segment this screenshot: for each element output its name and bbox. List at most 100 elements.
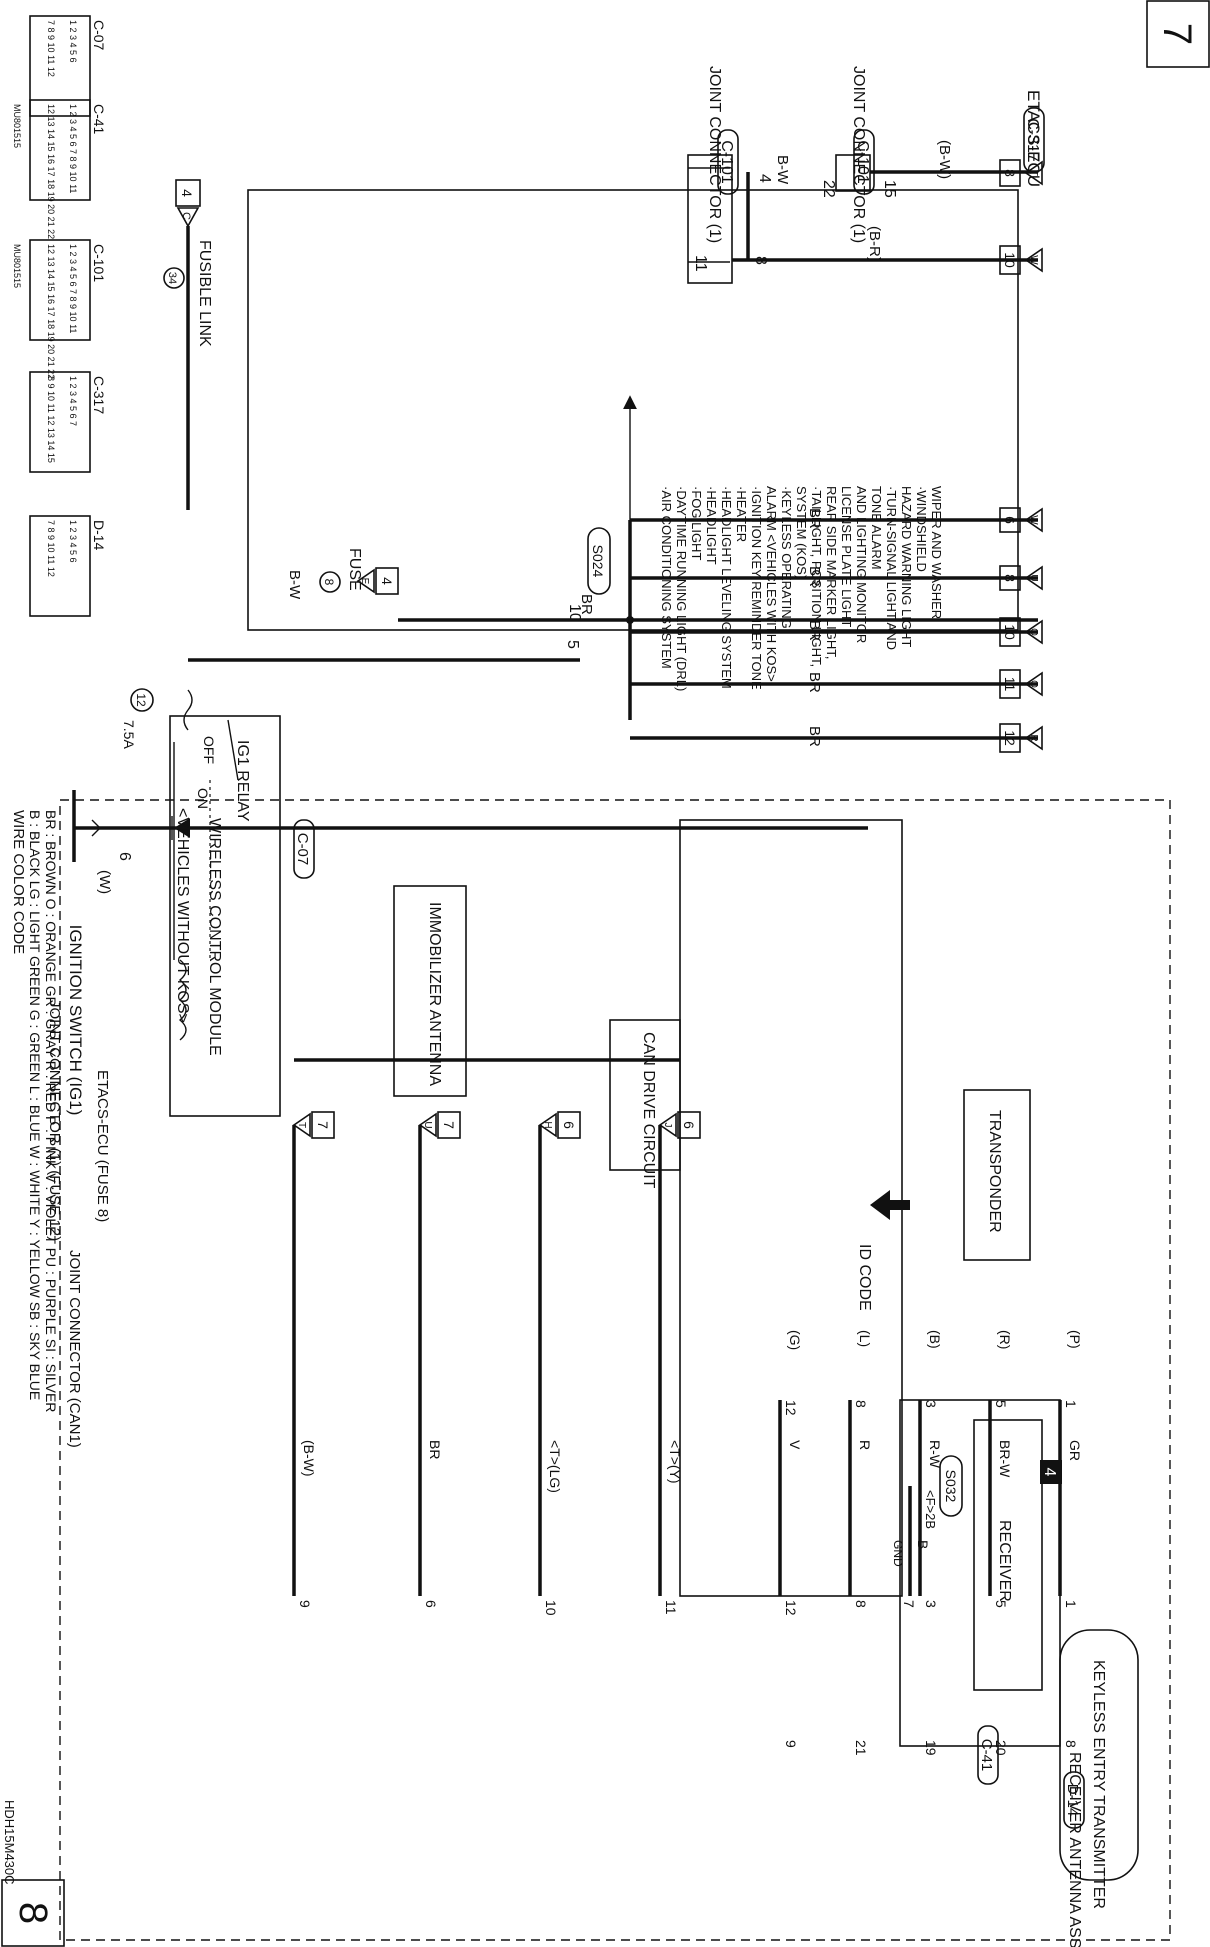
svg-text:10: 10 xyxy=(1002,624,1018,640)
svg-text:R: R xyxy=(857,1440,873,1450)
svg-text:12: 12 xyxy=(783,1400,799,1416)
svg-text:12 13 14 15 16 17 18 19 20 21: 12 13 14 15 16 17 18 19 20 21 22 xyxy=(46,244,56,379)
br-outputs: BR BR BR BR BR xyxy=(630,508,1038,747)
svg-text:C-41: C-41 xyxy=(978,1739,995,1772)
system-item: ·HEATER xyxy=(734,486,749,542)
receiver-box xyxy=(973,1419,1043,1691)
svg-text:21: 21 xyxy=(853,1740,869,1756)
svg-text:12: 12 xyxy=(1002,730,1018,746)
svg-text:BR: BR xyxy=(427,1440,443,1459)
svg-text:D-14: D-14 xyxy=(91,520,107,551)
etacs-ecu-box xyxy=(247,189,1019,631)
system-item: ·KEYLESS OPERATING xyxy=(779,486,794,629)
svg-text:U: U xyxy=(422,1121,433,1128)
ecu-terminal-10: 10 xyxy=(566,604,583,622)
etacs-fuse8-label: ETACS-ECU (FUSE 8) xyxy=(94,1070,111,1222)
document-code: HDH15M430C xyxy=(2,1800,17,1885)
wire-label-br-main: BR xyxy=(578,594,595,615)
immobilizer-label: IMMOBILIZER ANTENNA xyxy=(426,902,443,1086)
connector-tag-c101b: C-101 xyxy=(853,129,875,195)
svg-text:1: 1 xyxy=(1063,1400,1079,1408)
svg-text:12: 12 xyxy=(783,1600,799,1616)
receiver-antenna-assembly-box xyxy=(899,1399,1061,1747)
svg-text:C-101: C-101 xyxy=(718,140,735,184)
jc-can1-label: JOINT CONNECTOR (CAN1) xyxy=(66,1250,83,1448)
svg-text:8: 8 xyxy=(853,1400,869,1408)
connector-face: C-071 2 3 4 5 67 8 9 10 11 12 xyxy=(29,15,107,117)
svg-text:7: 7 xyxy=(901,1600,917,1608)
jc-terminal-22: 22 xyxy=(820,180,837,198)
wcm-label: WIRELESS CONTROL MODULE xyxy=(206,818,223,1056)
wire-label-br-6: BR xyxy=(806,508,823,529)
transponder-box xyxy=(963,1089,1031,1261)
svg-text:6: 6 xyxy=(1002,516,1018,524)
connector-tag-c07: C-07 xyxy=(293,819,315,879)
svg-text:C-101: C-101 xyxy=(91,244,107,282)
system-item: HAZARD WARNING LIGHT xyxy=(899,486,914,647)
system-item: SYSTEM (KOS) xyxy=(794,486,809,579)
jc-terminal-4: 4 xyxy=(756,174,773,183)
svg-text:6: 6 xyxy=(561,1121,577,1129)
svg-text:8 9 10 11 12 13 14 15: 8 9 10 11 12 13 14 15 xyxy=(46,376,56,463)
splice-s032: S032 xyxy=(939,1455,963,1517)
svg-text:19: 19 xyxy=(923,1740,939,1756)
svg-text:7 8 9 10 11 12: 7 8 9 10 11 12 xyxy=(46,520,56,577)
ignition-switch-label: IGNITION SWITCH (IG1) xyxy=(66,925,85,1116)
svg-text:H: H xyxy=(542,1121,553,1128)
svg-text:5: 5 xyxy=(993,1600,1009,1608)
wire-label-br-paren: (B-R) xyxy=(866,226,883,262)
relay-off-label: OFF xyxy=(201,736,217,764)
page-number-8: 8 xyxy=(11,1902,55,1924)
module-wires: (B-W)9BR6<T>(LG)10<T>(Y)11V12912(G)R8218… xyxy=(292,1125,1083,1756)
svg-text:6: 6 xyxy=(681,1121,697,1129)
svg-text:R-W: R-W xyxy=(927,1440,943,1469)
vehicles-without-kos-frame xyxy=(59,799,1171,1941)
jc-terminal-15: 15 xyxy=(881,180,898,198)
svg-text:(B-W): (B-W) xyxy=(301,1440,317,1477)
svg-text:U: U xyxy=(1028,574,1039,581)
keyless-tx-label: KEYLESS ENTRY TRANSMITTER xyxy=(1090,1660,1107,1909)
ground-number: 4 xyxy=(1041,1468,1058,1477)
svg-text:10: 10 xyxy=(1002,252,1018,268)
svg-text:3: 3 xyxy=(923,1600,939,1608)
etacs-ecu-label: ETACS-ECU xyxy=(1024,90,1043,187)
arrow-br-8: 8 U xyxy=(999,565,1043,591)
arrow-br-10: 10 Q xyxy=(999,617,1043,647)
svg-text:C-317: C-317 xyxy=(1024,118,1041,162)
svg-text:MU801515: MU801515 xyxy=(12,244,22,288)
fusible-link-label: FUSIBLE LINK xyxy=(196,240,213,347)
svg-text:8: 8 xyxy=(1063,1740,1079,1748)
page-number-7: 7 xyxy=(1155,23,1199,45)
jc-terminal-11: 11 xyxy=(692,255,709,272)
ground-code: <F>2B xyxy=(923,1490,938,1529)
system-item: REAR SIDE MARKER LIGHT, xyxy=(824,486,839,659)
wire-color-code-title: WIRE COLOR CODE xyxy=(10,810,27,954)
fuse-8-number: 8 xyxy=(322,579,336,586)
joint-connector-upper-label: JOINT CONNECTOR (1) xyxy=(706,66,723,243)
wireless-control-module-box xyxy=(679,819,903,1597)
svg-text:1 2 3 4 5 6: 1 2 3 4 5 6 xyxy=(68,20,78,63)
svg-text:V: V xyxy=(787,1440,803,1450)
system-item: ·HEADLIGHT xyxy=(704,486,719,565)
diode-icon xyxy=(174,818,190,838)
page-number-box-7 xyxy=(1146,0,1210,68)
svg-text:8: 8 xyxy=(1002,574,1018,582)
svg-text:(R): (R) xyxy=(997,1330,1013,1349)
connector-tag-c101a: C-101 xyxy=(717,129,739,195)
svg-text:T: T xyxy=(296,1122,307,1128)
immobilizer-antenna-box xyxy=(393,885,467,1097)
svg-text:C: C xyxy=(180,212,192,220)
svg-text:(P): (P) xyxy=(1067,1330,1083,1349)
svg-text:4: 4 xyxy=(179,189,195,197)
wire-label-bw-paren: (B-W) xyxy=(936,140,953,179)
arrow-out-8: 8 T xyxy=(999,159,1043,187)
system-item: WIPER AND WASHER xyxy=(929,486,944,619)
fuse-12-circle xyxy=(130,688,154,712)
svg-text:9: 9 xyxy=(783,1740,799,1748)
svg-text:R: R xyxy=(1028,734,1039,741)
fusible-link-number: 34 xyxy=(166,272,178,284)
